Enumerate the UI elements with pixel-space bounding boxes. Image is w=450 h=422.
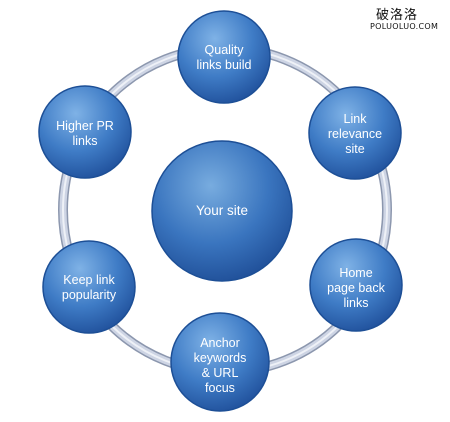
watermark-title: 破洛洛 [376,8,419,23]
node-label-line: Quality [205,43,245,57]
node-label-line: Link [344,112,368,126]
node-higher-pr-links: Higher PR links [38,85,132,179]
node-label-line: Home [339,266,372,280]
node-label-line: Keep link [63,273,115,287]
node-label-line: page back [327,281,385,295]
node-label-line: links build [197,58,252,72]
node-label-line: popularity [62,288,117,302]
node-quality-links-build: Quality links build [177,10,271,104]
node-label-line: Higher PR [56,119,114,133]
node-label-line: links [72,134,97,148]
node-keep-link-popularity: Keep link popularity [42,240,136,334]
node-label-line: focus [205,381,235,395]
center-label: Your site [196,203,248,218]
node-label-line: site [345,142,365,156]
node-label-line: relevance [328,127,382,141]
node-label-line: links [343,296,368,310]
node-label-line: Anchor [200,336,240,350]
center-node: Your site [151,140,293,282]
node-home-page-back-links: Home page back links [309,238,403,332]
node-label-line: keywords [194,351,247,365]
node-anchor-keywords-url-focus: Anchor keywords & URL focus [170,312,270,412]
node-label-line: & URL [202,366,239,380]
node-link-relevance-site: Link relevance site [308,86,402,180]
watermark-url: POLUOLUO.COM [370,22,439,31]
